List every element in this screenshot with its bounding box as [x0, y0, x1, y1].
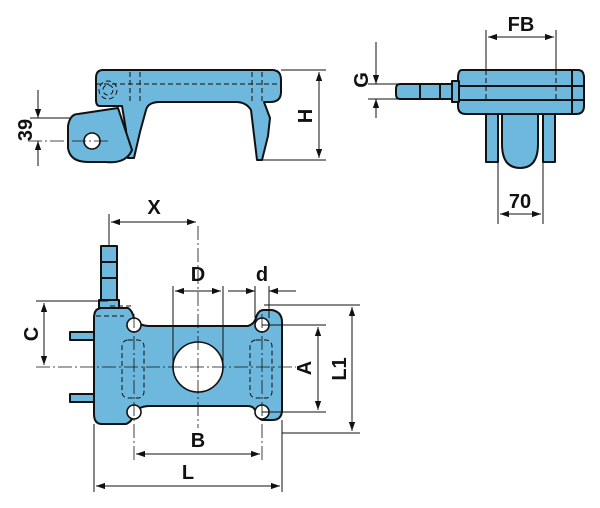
dim-label-c: C [21, 327, 43, 341]
dim-label-a: A [294, 361, 316, 375]
dim-label-l1: L1 [329, 357, 351, 380]
dim-label-39: 39 [15, 119, 37, 141]
top-view-pin [100, 245, 118, 305]
dim-label-l: L [182, 462, 194, 484]
front-view-plate-right [542, 107, 556, 163]
dim-label-d-upper: D [191, 264, 205, 286]
dim-label-g: G [351, 72, 373, 88]
dim-label-70: 70 [509, 191, 531, 213]
side-view: H 39 [15, 69, 326, 166]
dim-label-fb: FB [508, 14, 535, 36]
dim-label-d-lower: d [256, 264, 268, 286]
front-view-plate-left [485, 107, 499, 163]
top-view: X D d C A L1 B L [21, 197, 360, 492]
side-view-bracket [67, 107, 133, 164]
side-view-body [95, 69, 282, 161]
dim-label-b: B [191, 430, 205, 452]
front-view-top-plate [457, 69, 585, 115]
front-view: FB G 70 [351, 14, 585, 224]
dim-label-h: H [295, 109, 317, 123]
dim-label-x: X [147, 197, 161, 219]
front-view-roller [501, 111, 539, 169]
front-view-pin [395, 83, 453, 100]
